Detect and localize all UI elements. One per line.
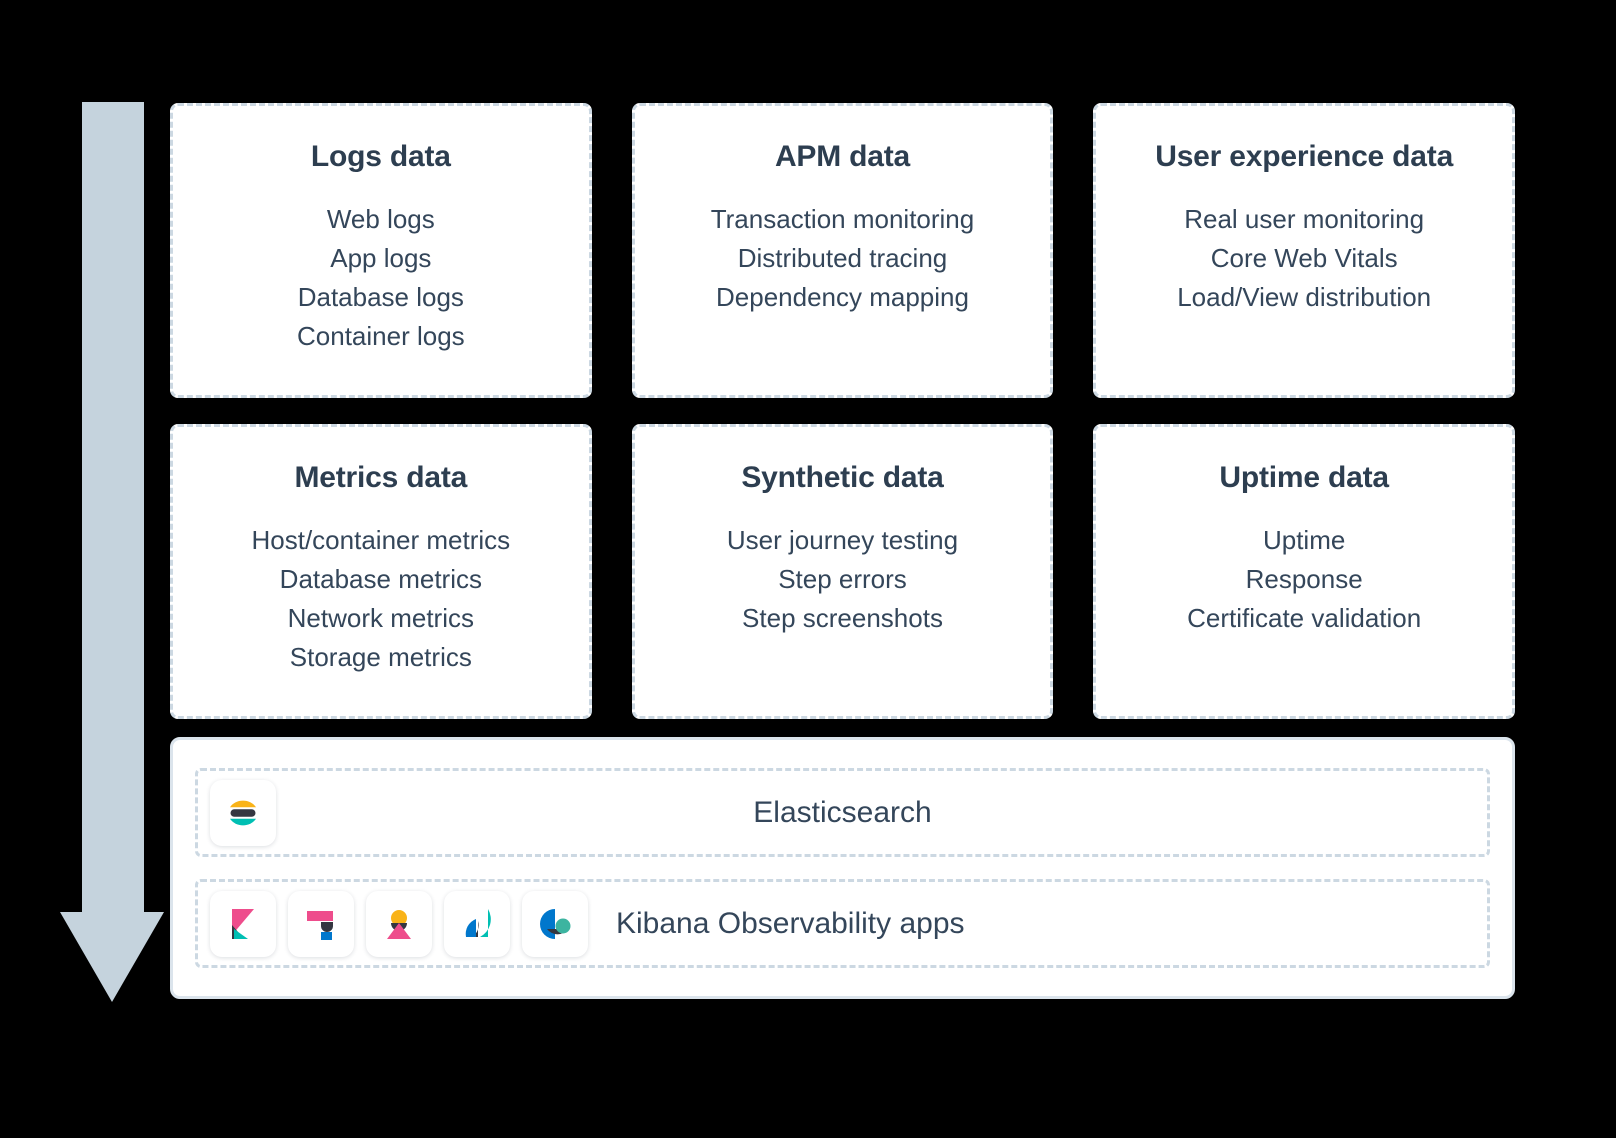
- card-title: Synthetic data: [741, 461, 944, 494]
- list-item: Certificate validation: [1187, 603, 1422, 633]
- list-item: App logs: [330, 243, 432, 273]
- card-item-list: Real user monitoring Core Web Vitals Loa…: [1116, 200, 1492, 317]
- card-item-list: Transaction monitoring Distributed traci…: [655, 200, 1031, 317]
- list-item: Response: [1245, 564, 1363, 594]
- elasticsearch-logo-icon: [210, 779, 276, 846]
- apm-app-icon[interactable]: [444, 890, 510, 957]
- card-user-experience-data[interactable]: User experience data Real user monitorin…: [1093, 103, 1515, 398]
- logs-app-icon[interactable]: [288, 890, 354, 957]
- list-item: Host/container metrics: [251, 525, 511, 555]
- platform-panel: Elasticsearch: [170, 737, 1515, 999]
- card-title: APM data: [774, 140, 911, 173]
- card-item-list: User journey testing Step errors Step sc…: [655, 521, 1031, 638]
- platform-row-label: Kibana Observability apps: [616, 906, 965, 940]
- data-source-card-grid: Logs data Web logs App logs Database log…: [170, 103, 1515, 719]
- list-item: Distributed tracing: [737, 243, 948, 273]
- list-item: Network metrics: [287, 603, 474, 633]
- list-item: Storage metrics: [289, 642, 472, 672]
- list-item: Load/View distribution: [1177, 282, 1432, 312]
- kibana-logo-icon[interactable]: [210, 890, 276, 957]
- flow-down-arrow-icon: [60, 102, 164, 1002]
- list-item: Step errors: [778, 564, 907, 594]
- kibana-app-icon-strip: [210, 890, 600, 957]
- card-item-list: Uptime Response Certificate validation: [1116, 521, 1492, 638]
- card-item-list: Host/container metrics Database metrics …: [193, 521, 569, 677]
- list-item: Step screenshots: [742, 603, 943, 633]
- platform-row-label: Elasticsearch: [753, 795, 932, 829]
- list-item: Real user monitoring: [1184, 204, 1425, 234]
- list-item: User journey testing: [726, 525, 959, 555]
- platform-row-kibana-apps[interactable]: Kibana Observability apps: [195, 879, 1490, 968]
- card-uptime-data[interactable]: Uptime data Uptime Response Certificate …: [1093, 424, 1515, 719]
- list-item: Core Web Vitals: [1210, 243, 1398, 273]
- list-item: Dependency mapping: [716, 282, 969, 312]
- list-item: Database metrics: [279, 564, 482, 594]
- metrics-app-icon[interactable]: [366, 890, 432, 957]
- card-title: Metrics data: [294, 461, 468, 494]
- platform-row-elasticsearch[interactable]: Elasticsearch: [195, 768, 1490, 857]
- list-item: Container logs: [297, 321, 465, 351]
- card-title: User experience data: [1155, 140, 1454, 173]
- list-item: Transaction monitoring: [710, 204, 975, 234]
- card-logs-data[interactable]: Logs data Web logs App logs Database log…: [170, 103, 592, 398]
- card-title: Uptime data: [1219, 461, 1389, 494]
- card-item-list: Web logs App logs Database logs Containe…: [193, 200, 569, 356]
- list-item: Uptime: [1262, 525, 1346, 555]
- list-item: Database logs: [297, 282, 464, 312]
- list-item: Web logs: [326, 204, 435, 234]
- arrow-shaft: [82, 102, 144, 914]
- card-metrics-data[interactable]: Metrics data Host/container metrics Data…: [170, 424, 592, 719]
- card-apm-data[interactable]: APM data Transaction monitoring Distribu…: [631, 103, 1054, 398]
- arrow-head: [60, 912, 164, 1002]
- card-title: Logs data: [310, 140, 451, 173]
- card-synthetic-data[interactable]: Synthetic data User journey testing Step…: [631, 424, 1054, 719]
- uptime-app-icon[interactable]: [522, 890, 588, 957]
